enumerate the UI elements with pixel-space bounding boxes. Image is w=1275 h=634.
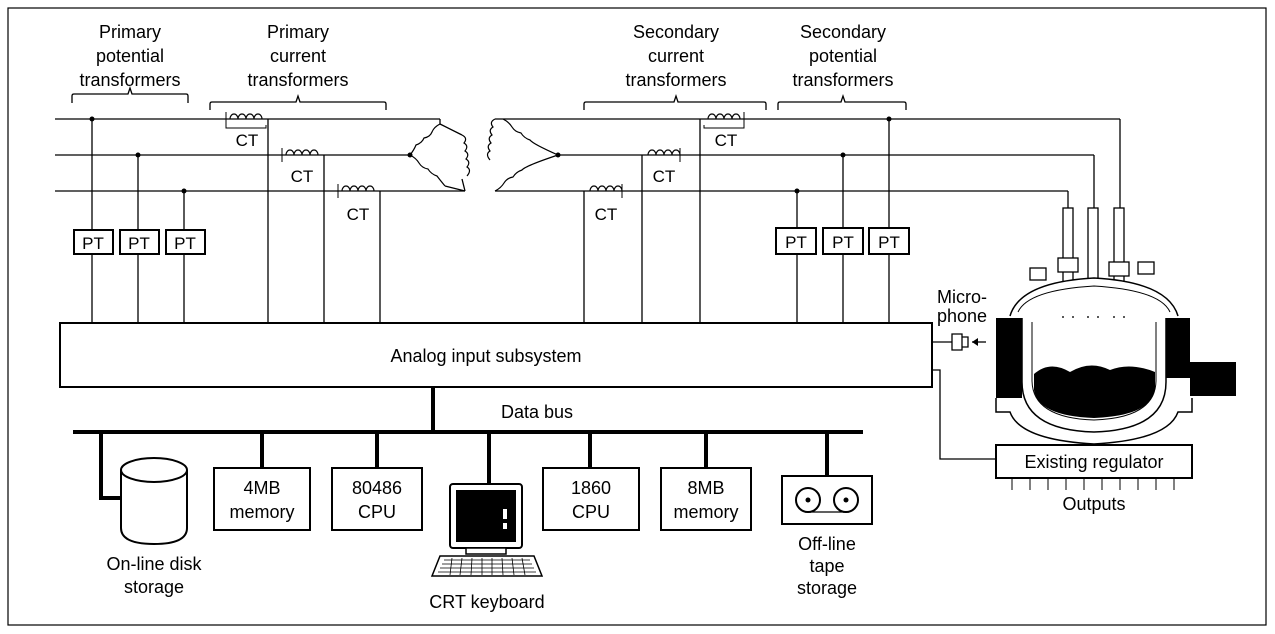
svg-text:transformers: transformers [792, 70, 893, 90]
svg-text:CRT keyboard: CRT keyboard [429, 592, 544, 612]
secondary-current-label: Secondary current transformers [583, 22, 767, 110]
secondary-pt-2: PT [822, 155, 864, 323]
svg-text:storage: storage [797, 578, 857, 598]
existing-regulator: Existing regulator Outputs [995, 444, 1193, 514]
svg-text:CT: CT [236, 131, 259, 150]
secondary-pt-3: PT [868, 119, 910, 323]
svg-text:Secondary: Secondary [800, 22, 886, 42]
svg-text:CT: CT [291, 167, 314, 186]
svg-text:On-line disk: On-line disk [106, 554, 202, 574]
svg-text:Analog input subsystem: Analog input subsystem [390, 346, 581, 366]
svg-text:CT: CT [715, 131, 738, 150]
svg-text:Micro-: Micro- [937, 287, 987, 307]
svg-text:transformers: transformers [247, 70, 348, 90]
svg-text:8MB: 8MB [687, 478, 724, 498]
primary-pt-3: PT [165, 191, 206, 323]
outer-frame [7, 7, 1267, 626]
primary-delta-transformer [407, 119, 471, 192]
cpu-1860: 1860 CPU [542, 467, 640, 531]
memory-4mb: 4MB memory [213, 467, 311, 531]
svg-text:phone: phone [937, 306, 987, 326]
svg-text:Outputs: Outputs [1062, 494, 1125, 514]
crt-keyboard: CRT keyboard [429, 483, 545, 612]
primary-ct-3: CT [337, 184, 381, 323]
svg-text:Primary: Primary [99, 22, 161, 42]
svg-text:PT: PT [785, 233, 807, 252]
regulator-link [932, 369, 996, 460]
online-disk-storage: On-line disk storage [106, 457, 203, 597]
secondary-potential-label: Secondary potential transformers [777, 22, 907, 110]
svg-text:potential: potential [809, 46, 877, 66]
electric-arc-furnace [995, 207, 1236, 445]
svg-text:Off-line: Off-line [798, 534, 856, 554]
svg-text:storage: storage [124, 577, 184, 597]
offline-tape-storage: Off-line tape storage [781, 475, 873, 598]
data-bus: Data bus [73, 387, 863, 500]
svg-text:Data bus: Data bus [501, 402, 573, 422]
svg-text:PT: PT [82, 234, 104, 253]
svg-text:CPU: CPU [572, 502, 610, 522]
svg-text:Secondary: Secondary [633, 22, 719, 42]
svg-text:80486: 80486 [352, 478, 402, 498]
microphone: Micro- phone [932, 287, 987, 351]
svg-text:transformers: transformers [79, 70, 180, 90]
svg-text:memory: memory [673, 502, 738, 522]
svg-text:Existing regulator: Existing regulator [1024, 452, 1163, 472]
svg-text:1860: 1860 [571, 478, 611, 498]
svg-text:PT: PT [128, 234, 150, 253]
svg-text:memory: memory [229, 502, 294, 522]
svg-text:Primary: Primary [267, 22, 329, 42]
svg-text:PT: PT [878, 233, 900, 252]
primary-pt-1: PT [73, 119, 114, 323]
svg-text:PT: PT [174, 234, 196, 253]
analog-input-subsystem: Analog input subsystem [59, 322, 933, 388]
secondary-ct-1: CT [583, 184, 623, 323]
svg-text:current: current [270, 46, 326, 66]
primary-pt-2: PT [119, 155, 160, 323]
cpu-80486: 80486 CPU [331, 467, 423, 531]
secondary-pt-1: PT [775, 191, 817, 323]
svg-text:CT: CT [653, 167, 676, 186]
svg-text:CPU: CPU [358, 502, 396, 522]
secondary-lines [495, 116, 1121, 208]
primary-lines [55, 116, 465, 194]
primary-potential-label: Primary potential transformers [71, 22, 189, 103]
secondary-ct-2: CT [641, 148, 681, 323]
svg-text:current: current [648, 46, 704, 66]
memory-8mb: 8MB memory [660, 467, 752, 531]
svg-text:CT: CT [347, 205, 370, 224]
svg-text:4MB: 4MB [243, 478, 280, 498]
secondary-delta-transformer [486, 118, 561, 192]
svg-text:tape: tape [809, 556, 844, 576]
svg-text:transformers: transformers [625, 70, 726, 90]
svg-text:PT: PT [832, 233, 854, 252]
primary-ct-2: CT [281, 148, 325, 323]
primary-ct-1: CT [225, 112, 269, 323]
svg-text:CT: CT [595, 205, 618, 224]
svg-text:potential: potential [96, 46, 164, 66]
secondary-ct-3: CT [699, 112, 745, 323]
primary-current-label: Primary current transformers [209, 22, 387, 110]
